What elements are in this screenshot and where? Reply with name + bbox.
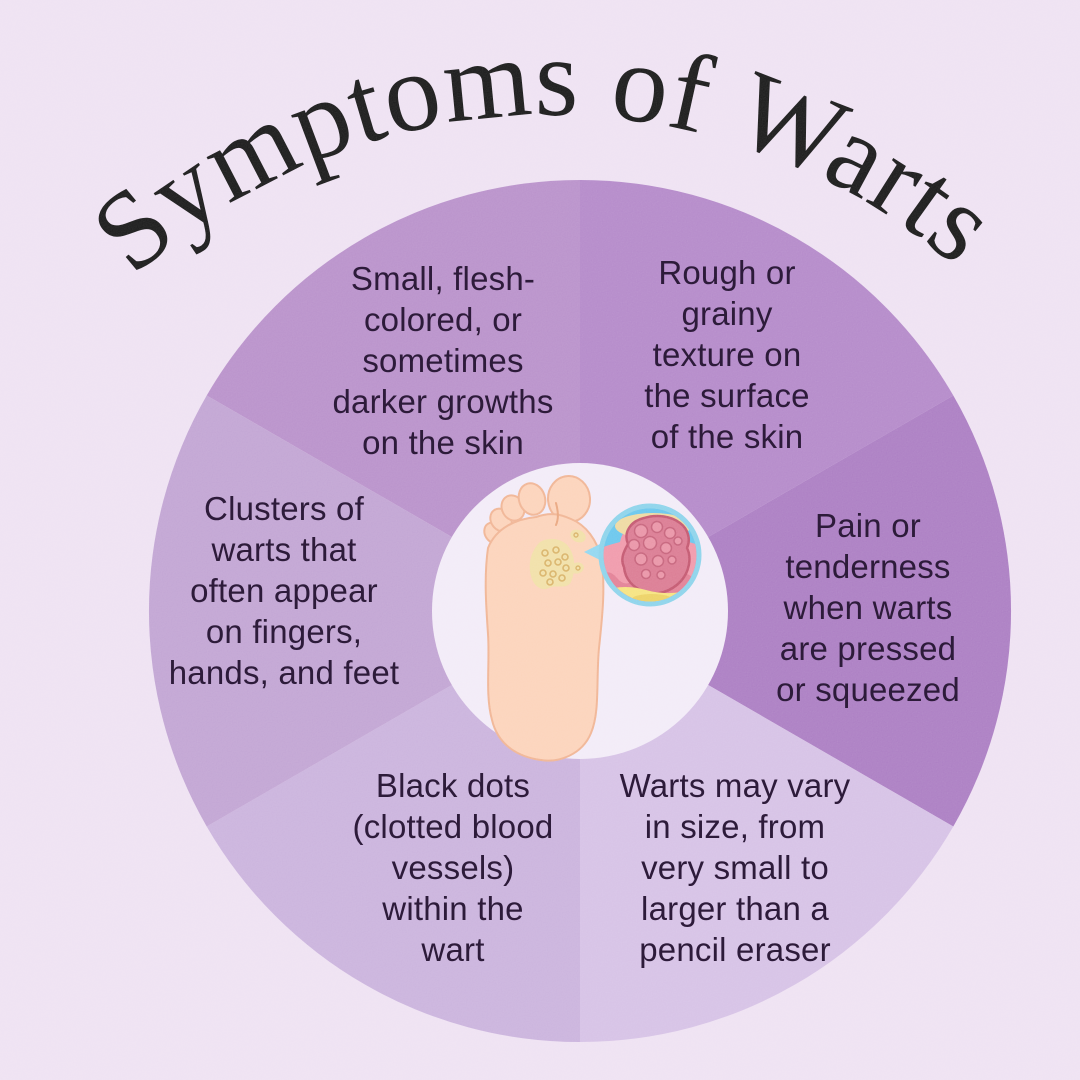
infographic-graphic: Symptoms of Warts bbox=[0, 0, 1080, 1080]
warts-infographic: Symptoms of Warts Small, flesh- colored,… bbox=[0, 0, 1080, 1080]
paper-grain-texture bbox=[0, 0, 1080, 1080]
